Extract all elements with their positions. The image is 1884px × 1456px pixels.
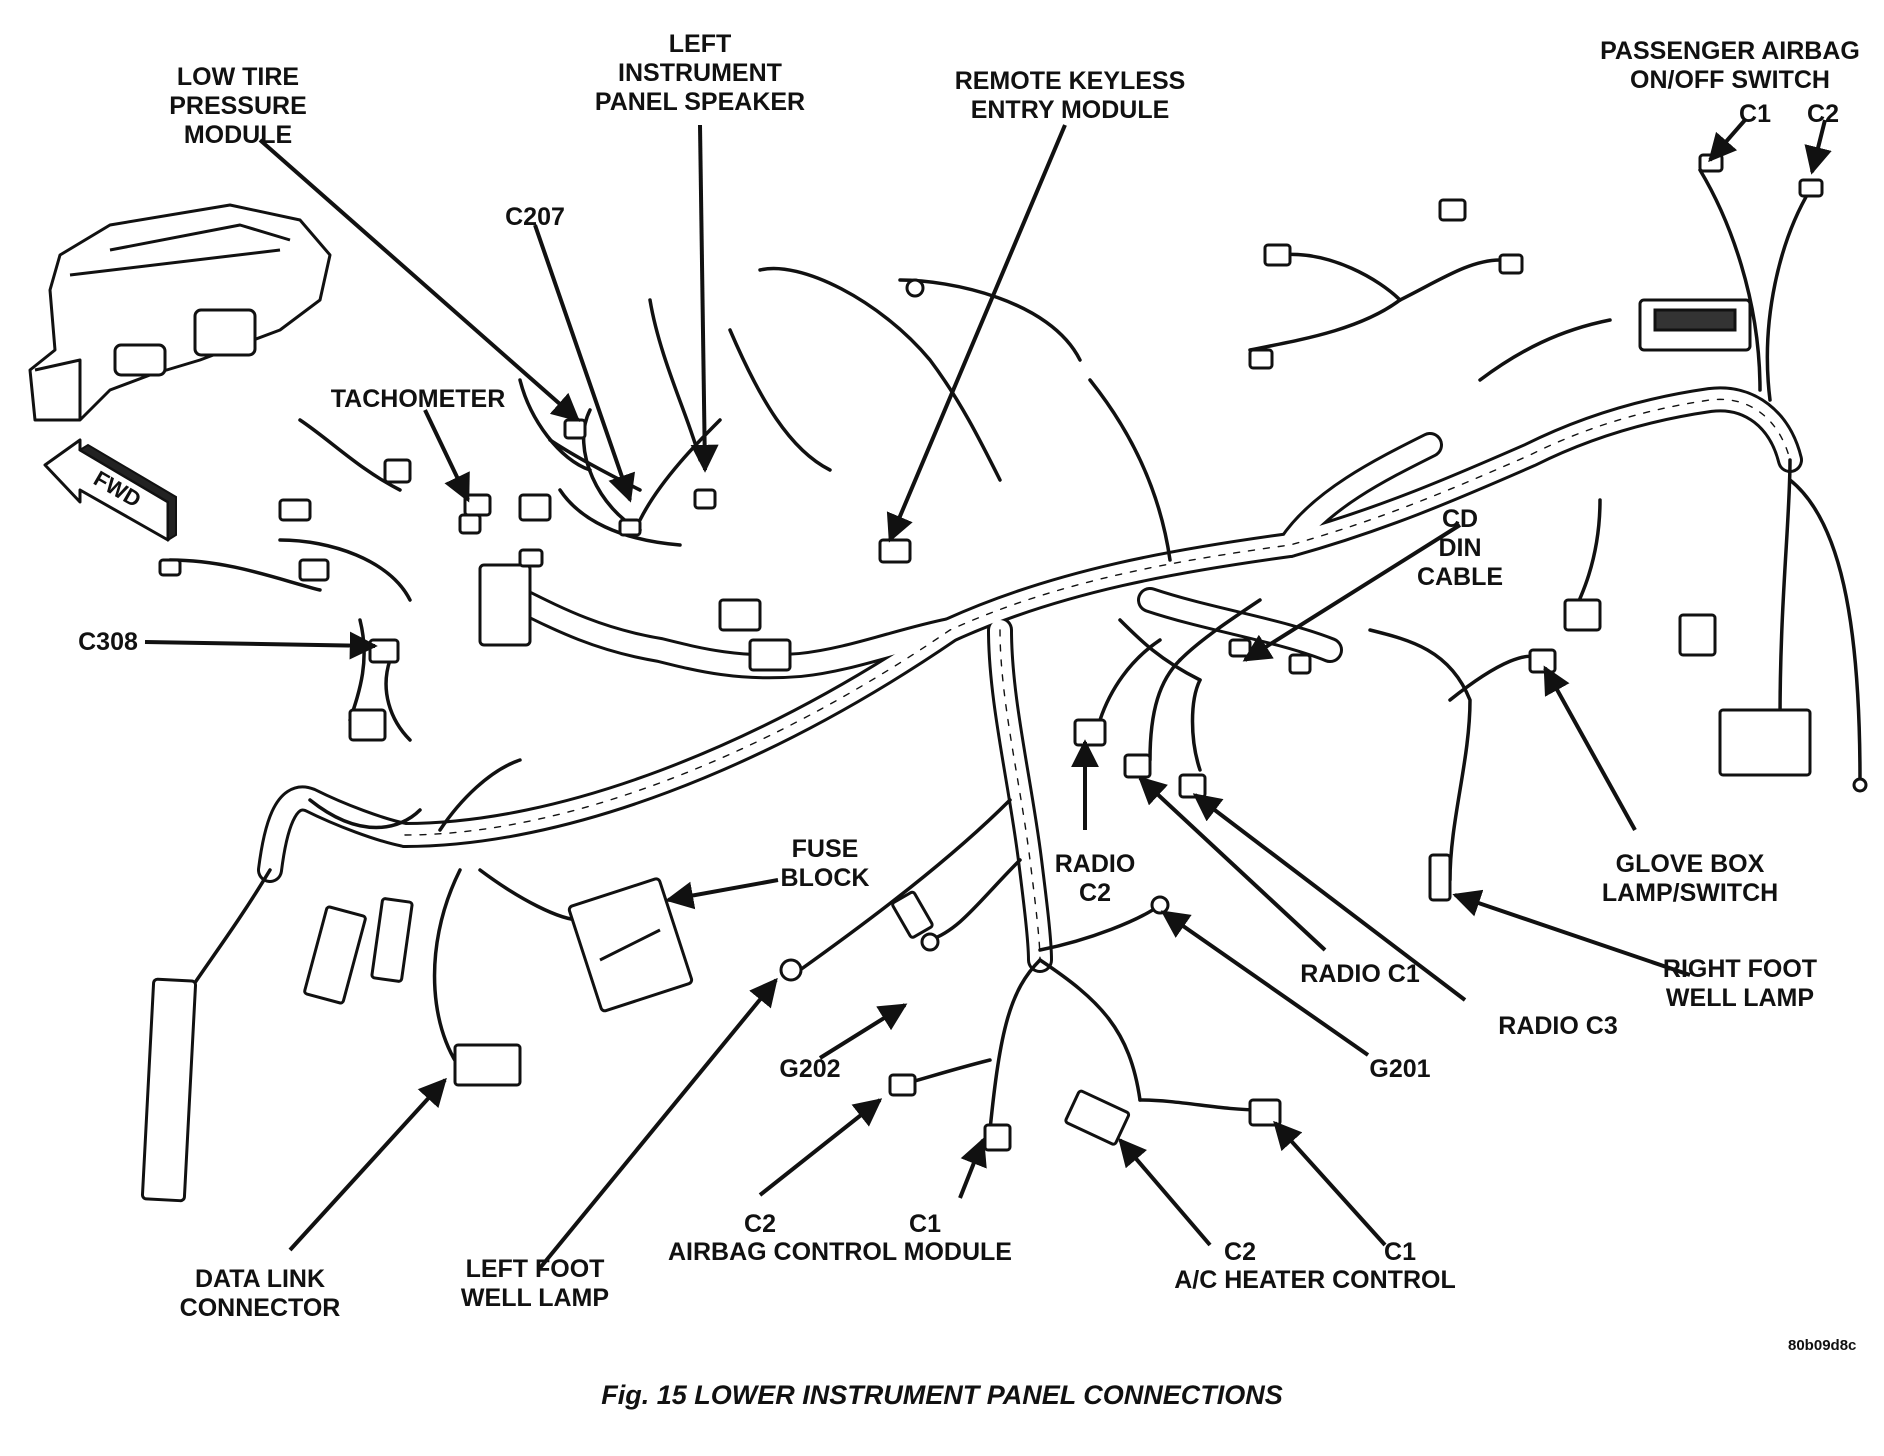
- label-ac-c2: C2: [1224, 1238, 1256, 1266]
- label-passenger-airbag-switch: PASSENGER AIRBAG ON/OFF SWITCH: [1600, 37, 1860, 94]
- label-airbag-c1: C1: [909, 1210, 941, 1238]
- label-radio-c1: RADIO C1: [1300, 960, 1420, 988]
- connectors: [140, 153, 1868, 1203]
- label-passenger-airbag-c1: C1: [1739, 100, 1771, 128]
- label-cd-din-cable: CD DIN CABLE: [1416, 505, 1504, 591]
- label-low-tire-pressure-module: LOW TIRE PRESSURE MODULE: [169, 63, 307, 149]
- label-left-instrument-panel-speaker: LEFT INSTRUMENT PANEL SPEAKER: [594, 30, 806, 116]
- leader-arrows: [144, 118, 1832, 1270]
- label-radio-c2: RADIO C2: [1054, 850, 1136, 907]
- label-remote-keyless-entry-module: REMOTE KEYLESS ENTRY MODULE: [954, 67, 1186, 124]
- harness-trunks: [257, 386, 1803, 973]
- label-left-foot-well-lamp: LEFT FOOT WELL LAMP: [460, 1255, 610, 1312]
- label-c207: C207: [505, 203, 565, 231]
- harness-branches: [168, 168, 1862, 1132]
- label-glove-box-lamp-switch: GLOVE BOX LAMP/SWITCH: [1601, 850, 1779, 907]
- label-data-link-connector: DATA LINK CONNECTOR: [179, 1265, 341, 1322]
- figure-id: 80b09d8c: [1788, 1337, 1857, 1354]
- forward-direction-arrow-icon: FWD: [43, 438, 177, 542]
- dashboard-outline-icon: [28, 203, 332, 422]
- label-g202: G202: [779, 1055, 841, 1083]
- label-fuse-block: FUSE BLOCK: [780, 835, 870, 892]
- label-ac-c1: C1: [1384, 1238, 1416, 1266]
- label-tachometer: TACHOMETER: [330, 385, 506, 413]
- label-c308: C308: [78, 628, 138, 656]
- label-airbag-c2: C2: [744, 1210, 776, 1238]
- label-passenger-airbag-c2: C2: [1807, 100, 1839, 128]
- label-airbag-control-module: AIRBAG CONTROL MODULE: [668, 1238, 1012, 1266]
- figure-caption: Fig. 15 LOWER INSTRUMENT PANEL CONNECTIO…: [601, 1380, 1283, 1410]
- label-right-foot-well-lamp: RIGHT FOOT WELL LAMP: [1662, 955, 1818, 1012]
- label-g201: G201: [1369, 1055, 1431, 1083]
- label-ac-heater-control: A/C HEATER CONTROL: [1174, 1266, 1456, 1294]
- label-radio-c3: RADIO C3: [1498, 1012, 1618, 1040]
